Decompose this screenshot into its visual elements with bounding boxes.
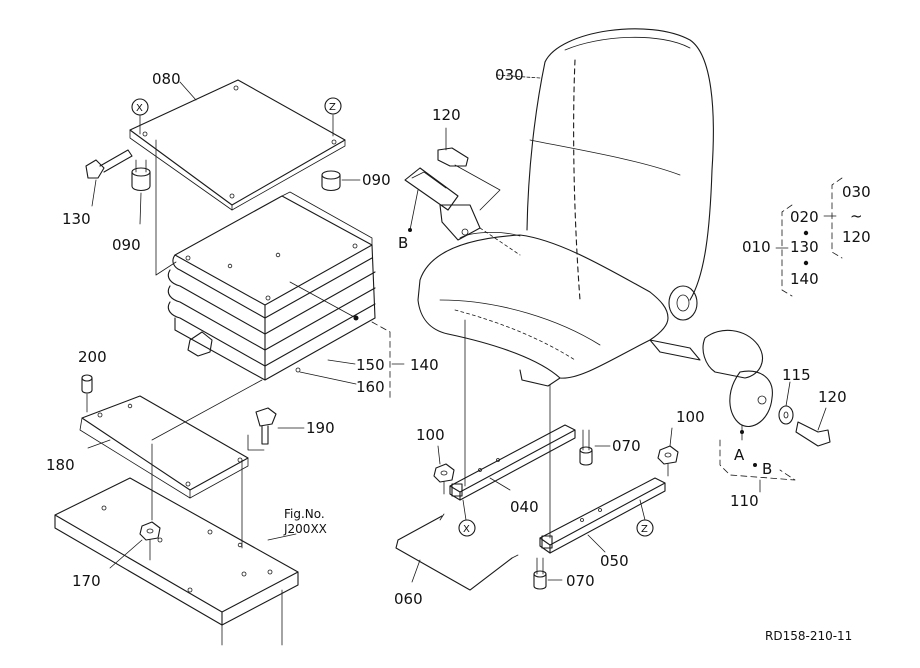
part-label-100-right: 100: [676, 408, 705, 426]
drawing-code: RD158-210-11: [765, 629, 852, 643]
ref-circle-x-bottom: X: [463, 524, 470, 535]
part-label-180: 180: [46, 456, 75, 474]
part-label-190: 190: [306, 419, 335, 437]
spacer-090-left: 090: [112, 159, 151, 254]
bolt-070-top: 070: [579, 429, 641, 466]
part-label-160: 160: [356, 378, 385, 396]
ref-label-120: 120: [842, 228, 871, 246]
ref-label-010: 010: [742, 238, 771, 256]
nut-100-left: 100: [416, 426, 455, 495]
ref-label-tilde: ~: [850, 207, 863, 225]
part-label-115: 115: [782, 366, 811, 384]
ref-label-020: 020: [790, 208, 819, 226]
part-label-120-right: 120: [818, 388, 847, 406]
reference-group: 020 030 ~ 120 010 130 140: [742, 177, 871, 297]
part-label-140: 140: [410, 356, 439, 374]
slide-rail-040: 040 X: [449, 319, 576, 537]
seat-belt-retractor-a: 115 120 A B 110: [649, 329, 847, 510]
base-frame: Fig.No. J200XX 170: [54, 477, 327, 646]
part-label-090-right: 090: [362, 171, 391, 189]
suspension-140: 150 140 160: [155, 139, 439, 399]
ref-circle-z-top: Z: [329, 102, 336, 113]
part-label-130: 130: [62, 210, 91, 228]
part-label-070-bottom: 070: [566, 572, 595, 590]
ref-label-140: 140: [790, 270, 819, 288]
ref-label-030: 030: [842, 183, 871, 201]
seat-assembly: 030: [417, 28, 714, 387]
part-label-050: 050: [600, 552, 629, 570]
nut-100-right: 100: [657, 408, 705, 477]
fig-number-ref: J200XX: [283, 522, 327, 536]
bolt-130: 130: [62, 149, 133, 228]
part-label-070-top: 070: [612, 437, 641, 455]
ref-label-130: 130: [790, 238, 819, 256]
spacer-090-right: 090: [321, 170, 391, 192]
part-label-170: 170: [72, 572, 101, 590]
belt-label-a: A: [734, 446, 745, 464]
ref-circle-z-bottom: Z: [641, 524, 648, 535]
belt-label-b: B: [398, 234, 408, 252]
seat-belt-buckle-b: B 120: [398, 106, 521, 256]
plate-180: 200 180: [46, 348, 263, 549]
bolt-190: 190: [247, 407, 335, 451]
part-label-110: 110: [730, 492, 759, 510]
part-label-150: 150: [356, 356, 385, 374]
part-label-030: 030: [495, 66, 524, 84]
part-label-040: 040: [510, 498, 539, 516]
fig-number-label: Fig.No.: [284, 507, 325, 521]
part-label-120-top: 120: [432, 106, 461, 124]
part-label-200: 200: [78, 348, 107, 366]
cover-plate-080: 080 X Z: [129, 70, 346, 211]
belt-label-b2: B: [762, 460, 772, 478]
ref-circle-x-top: X: [136, 103, 143, 114]
cable-060: 060: [394, 513, 519, 608]
part-label-060: 060: [394, 590, 423, 608]
bolt-070-bottom: 070: [533, 557, 595, 590]
part-label-090-left: 090: [112, 236, 141, 254]
slide-rail-050: 050 Z: [539, 384, 666, 570]
part-label-100-left: 100: [416, 426, 445, 444]
part-label-080: 080: [152, 70, 181, 88]
